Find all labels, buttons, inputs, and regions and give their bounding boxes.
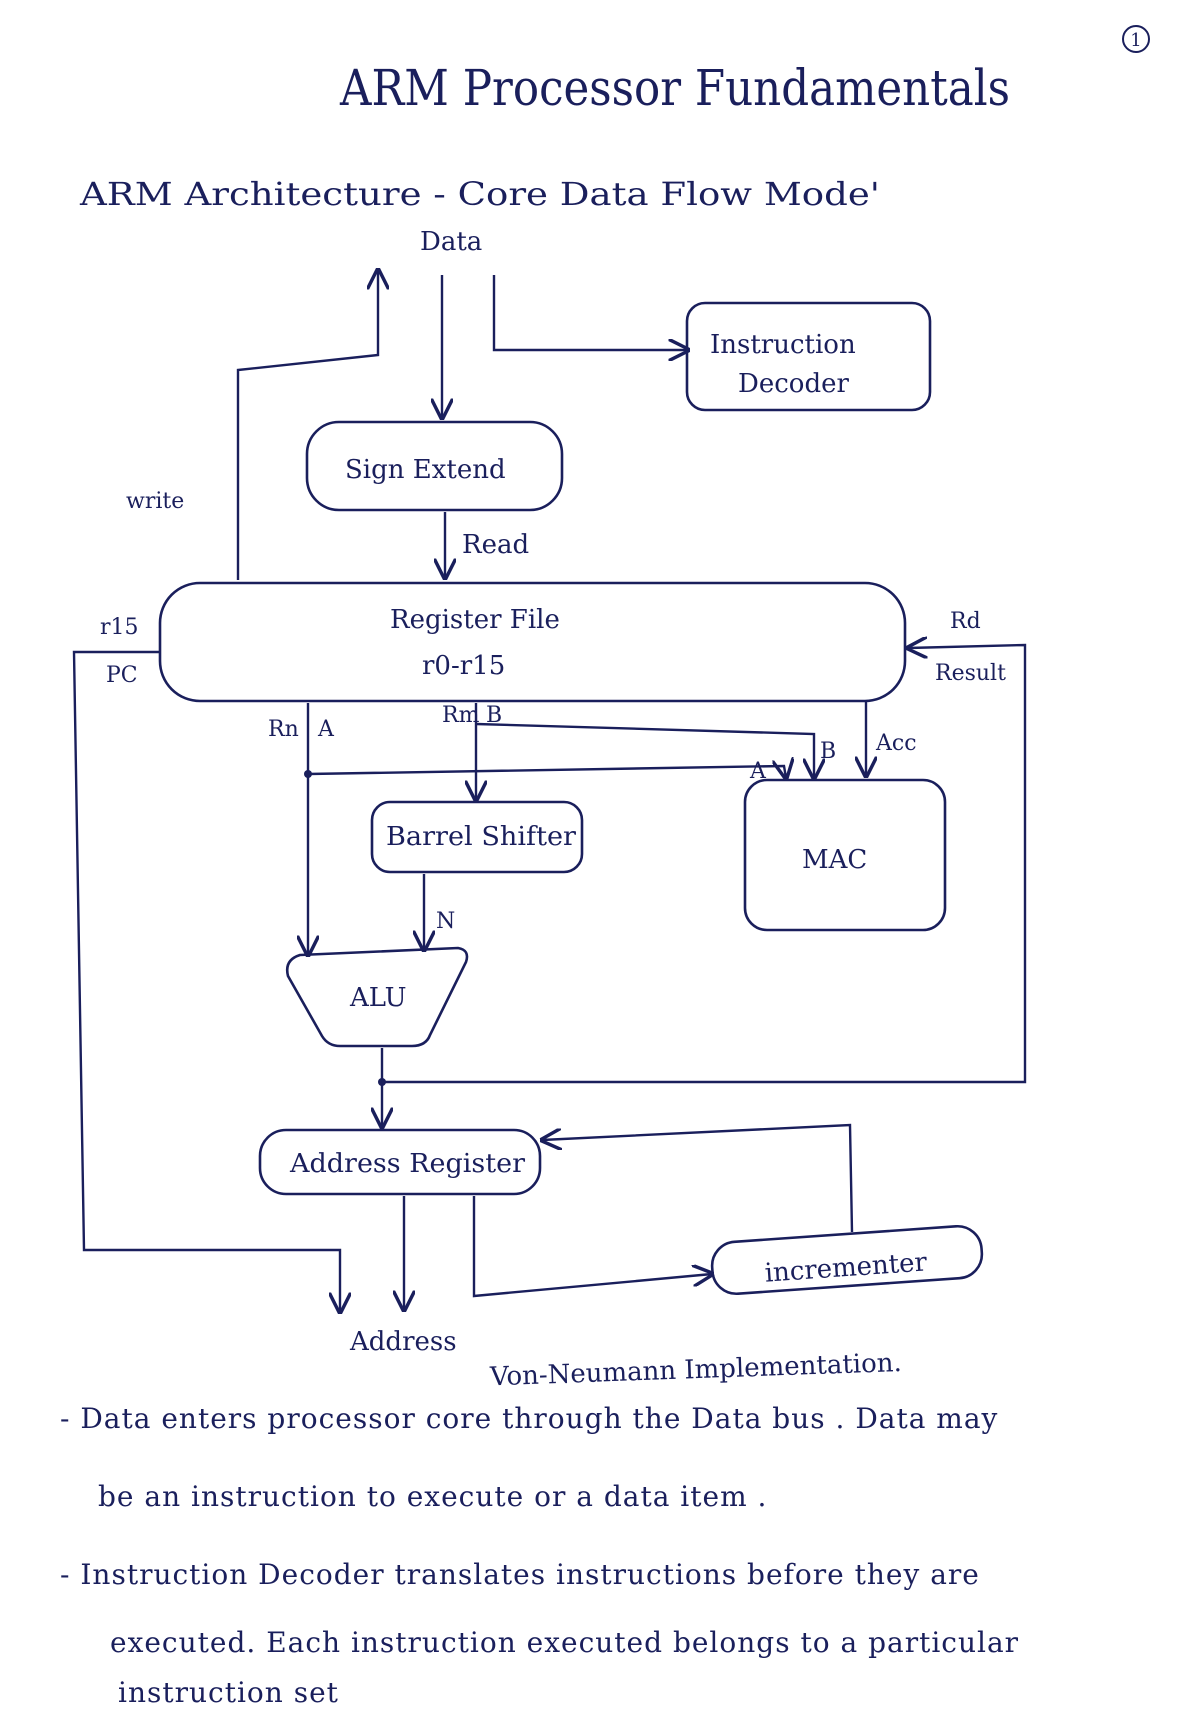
rn-to-mac: [307, 766, 786, 778]
data-bus-label: Data: [420, 227, 482, 257]
page-number-circle: [1122, 25, 1150, 53]
alu-label: ALU: [349, 983, 407, 1013]
write-path: [236, 270, 378, 580]
rm-b-label: B: [486, 703, 502, 728]
address-label: Address: [349, 1327, 457, 1357]
note-line-1: - Data enters processor core through the…: [60, 1402, 999, 1435]
data-to-decoder: [492, 275, 688, 350]
result-feedback-path: [382, 645, 1027, 1084]
sign-extend-box: [305, 420, 564, 512]
note-line-3: - Instruction Decoder translates instruc…: [60, 1558, 980, 1591]
incrementer-box: [710, 1224, 984, 1296]
n-label: N: [436, 909, 455, 934]
note-line-4: executed. Each instruction executed belo…: [110, 1626, 1020, 1659]
incrementer-feedback: [542, 1123, 854, 1233]
address-register-box: [258, 1128, 542, 1196]
write-label: write: [126, 489, 184, 514]
rm-label: Rm: [442, 703, 480, 728]
instruction-decoder-label-1: Instruction: [710, 330, 856, 360]
mac-a-label: A: [749, 759, 767, 784]
mac-label: MAC: [802, 845, 867, 875]
r15-label: r15: [100, 615, 139, 640]
diagram-caption: Von-Neumann Implementation.: [489, 1348, 903, 1392]
mac-box: [743, 778, 947, 932]
register-file-box: [158, 581, 907, 703]
barrel-shifter-box: [370, 800, 584, 874]
alu-shape: [285, 946, 469, 1048]
pc-label: PC: [106, 663, 138, 688]
pc-path: [72, 650, 340, 1312]
register-file-label-1: Register File: [390, 605, 560, 635]
acc-label: Acc: [875, 731, 917, 756]
instruction-decoder-box: [685, 301, 932, 412]
page-number: 1: [1130, 30, 1141, 51]
alu-junction: [378, 1078, 386, 1086]
page-subtitle: ARM Architecture - Core Data Flow Mode': [79, 175, 880, 213]
rd-label: Rd: [950, 609, 981, 634]
page-title: ARM Processor Fundamentals: [339, 59, 1010, 117]
mac-b-label: B: [820, 739, 836, 764]
instruction-decoder-label-2: Decoder: [738, 369, 849, 399]
rn-a-label: A: [317, 717, 335, 742]
rn-label: Rn: [268, 717, 299, 742]
result-label: Result: [935, 661, 1006, 686]
note-line-2: be an instruction to execute or a data i…: [98, 1480, 768, 1513]
address-register-label: Address Register: [289, 1149, 526, 1179]
register-file-label-2: r0-r15: [422, 651, 505, 681]
read-label: Read: [462, 530, 529, 560]
rm-to-mac: [475, 722, 814, 778]
sign-extend-label: Sign Extend: [345, 455, 506, 485]
address-to-incrementer: [472, 1196, 712, 1298]
note-line-5: instruction set: [118, 1676, 339, 1709]
barrel-shifter-label: Barrel Shifter: [386, 822, 577, 852]
